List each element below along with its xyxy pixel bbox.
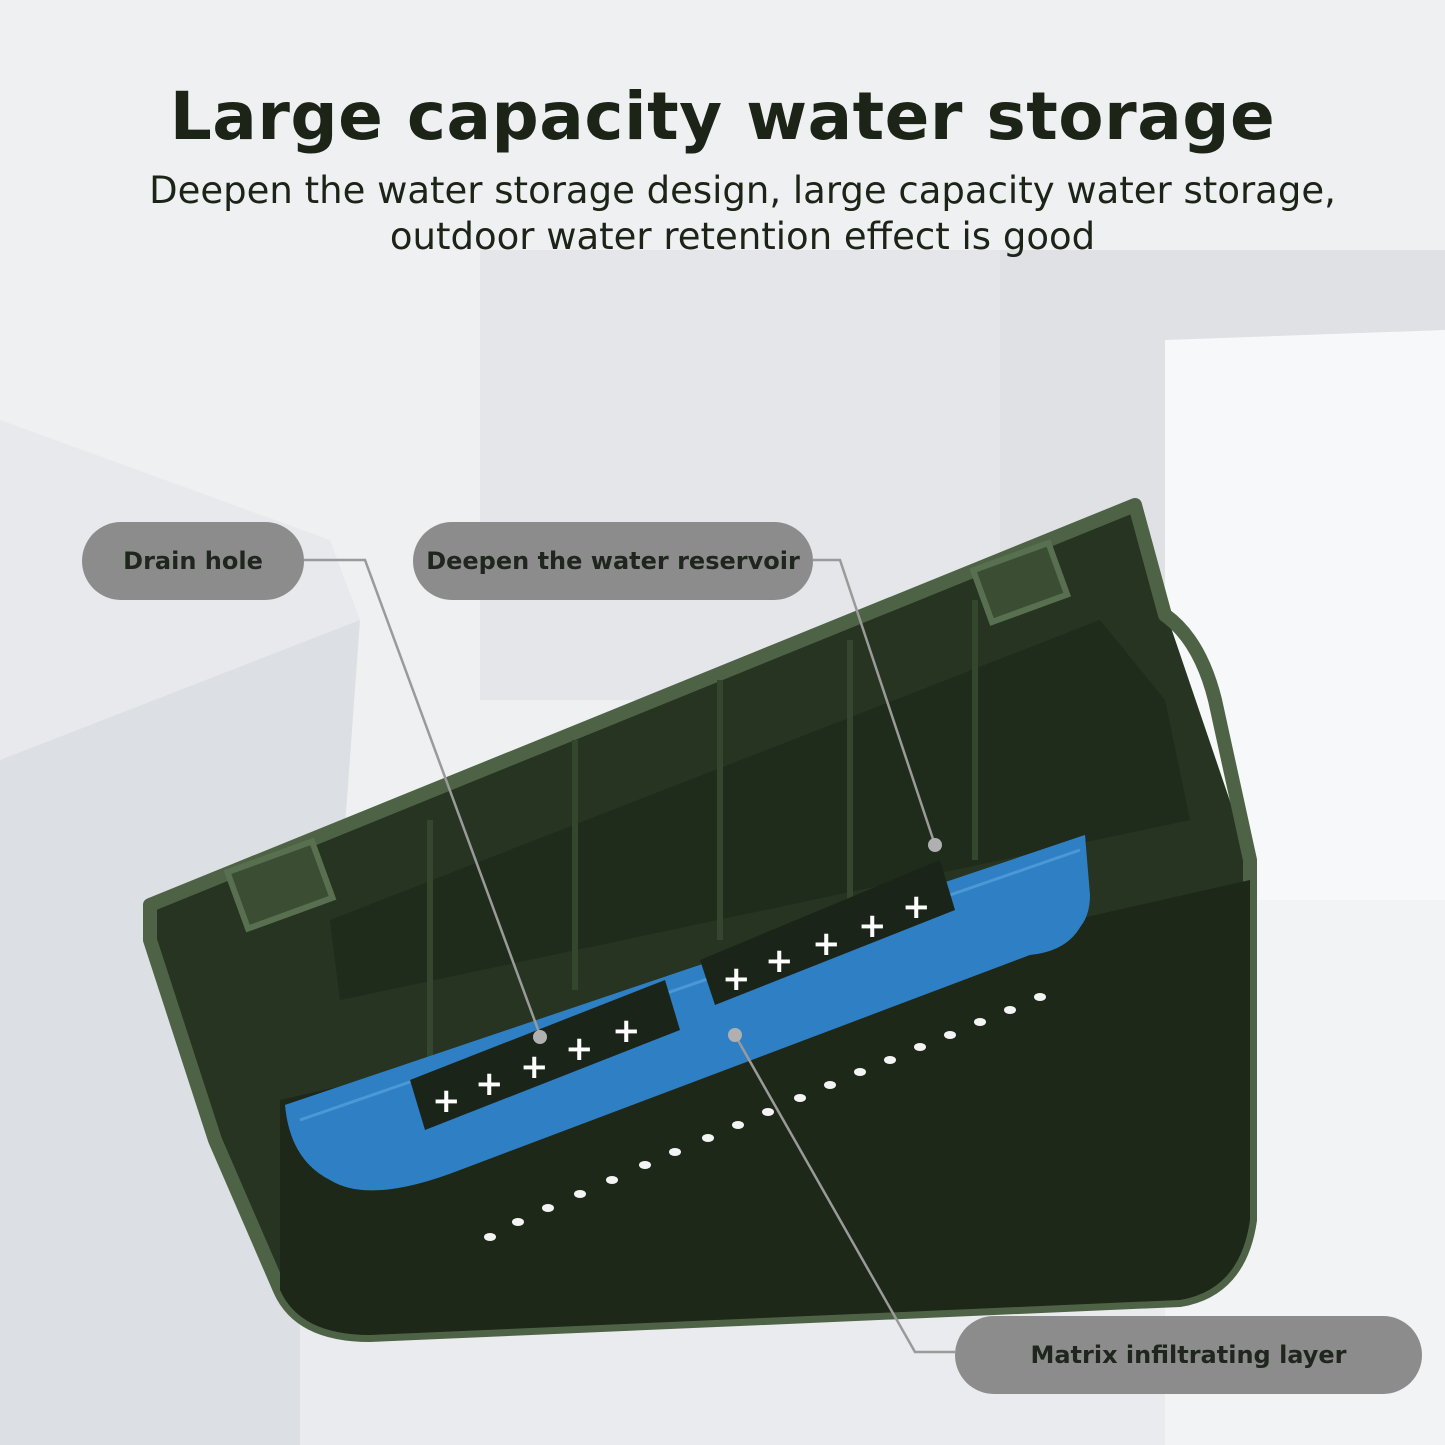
- leader-drain-hole: [304, 558, 542, 1036]
- leader-lines: [304, 558, 955, 1354]
- svg-text:+: +: [765, 941, 794, 981]
- svg-text:+: +: [612, 1011, 641, 1051]
- svg-text:+: +: [565, 1029, 594, 1069]
- leader-reservoir: [813, 558, 937, 846]
- subtitle-line-2: outdoor water retention effect is good: [389, 215, 1096, 258]
- page-subtitle: Deepen the water storage design, large c…: [40, 168, 1445, 260]
- callout-matrix-layer: Matrix infiltrating layer: [955, 1316, 1422, 1394]
- svg-text:+: +: [722, 959, 751, 999]
- svg-text:+: +: [475, 1064, 504, 1104]
- leader-matrix: [733, 1034, 955, 1354]
- subtitle-line-1: Deepen the water storage design, large c…: [149, 169, 1336, 212]
- page-title: Large capacity water storage: [169, 78, 1276, 155]
- svg-text:+: +: [812, 924, 841, 964]
- callout-drain-hole: Drain hole: [82, 522, 304, 600]
- leader-dots: [533, 838, 942, 1044]
- svg-text:+: +: [858, 906, 887, 946]
- svg-text:+: +: [520, 1047, 549, 1087]
- callout-deepen-reservoir: Deepen the water reservoir: [413, 522, 813, 600]
- drip-holes: [484, 993, 1046, 1241]
- drain-hole-panels: + + + + + + + + + +: [410, 860, 955, 1130]
- svg-text:+: +: [902, 887, 931, 927]
- svg-text:+: +: [432, 1081, 461, 1121]
